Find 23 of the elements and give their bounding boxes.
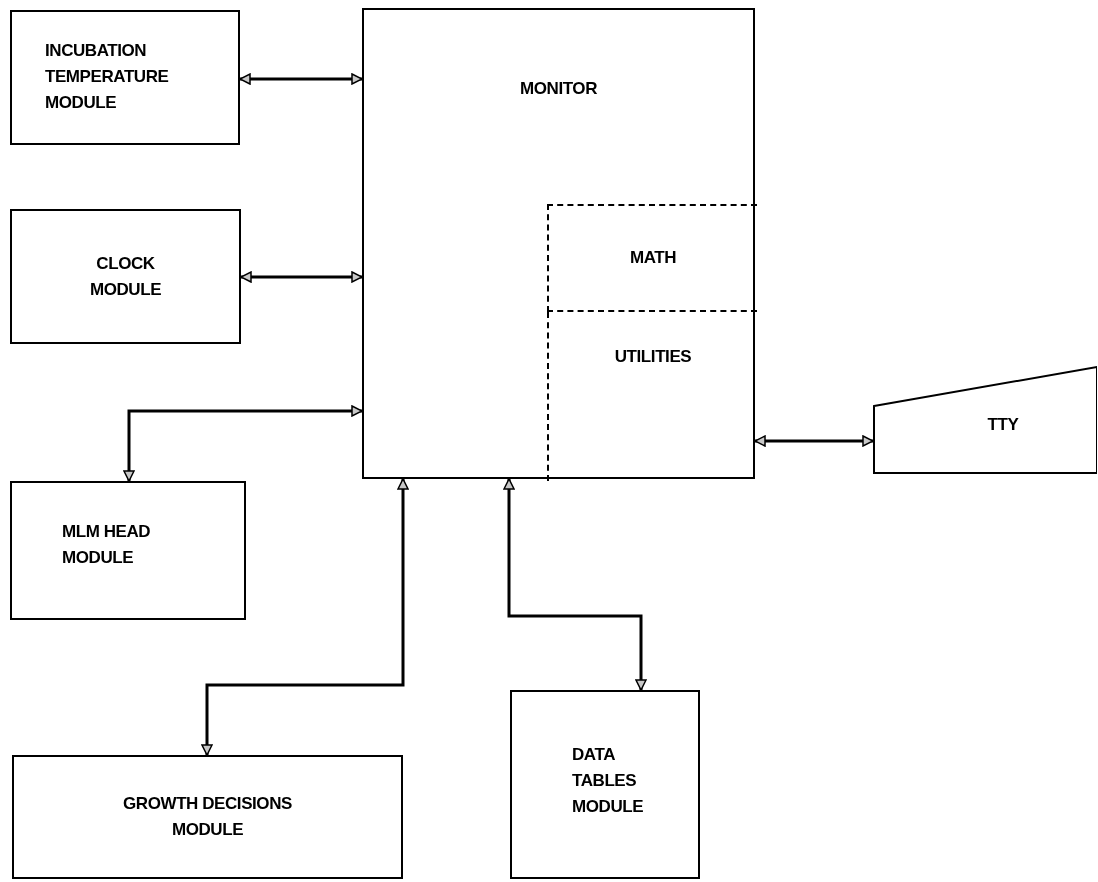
dashed-section (547, 204, 757, 312)
module-box (510, 690, 700, 879)
node-label: DATA TABLES MODULE (572, 745, 644, 816)
double-arrow (754, 435, 874, 447)
node-label: GROWTH DECISIONS MODULE (122, 793, 293, 841)
module-box (12, 755, 403, 879)
module-box (10, 481, 246, 620)
double-arrow (239, 73, 363, 85)
node-label: MLM HEAD MODULE (62, 522, 151, 567)
module-box (10, 10, 240, 145)
monitor-box (362, 8, 755, 479)
node-label: CLOCK MODULE (88, 252, 163, 301)
double-arrow (123, 405, 363, 482)
node-label: INCUBATION TEMPERATURE MODULE (45, 41, 169, 112)
terminal-shape (873, 366, 1097, 474)
node-label: MONITOR (520, 79, 597, 98)
node-label: MATH (629, 247, 677, 269)
double-arrow (240, 271, 363, 283)
node-label: TTY (987, 415, 1019, 434)
double-arrow (201, 478, 409, 756)
node-label: UTILITIES (614, 347, 692, 366)
double-arrow (503, 478, 647, 691)
module-box (10, 209, 241, 344)
